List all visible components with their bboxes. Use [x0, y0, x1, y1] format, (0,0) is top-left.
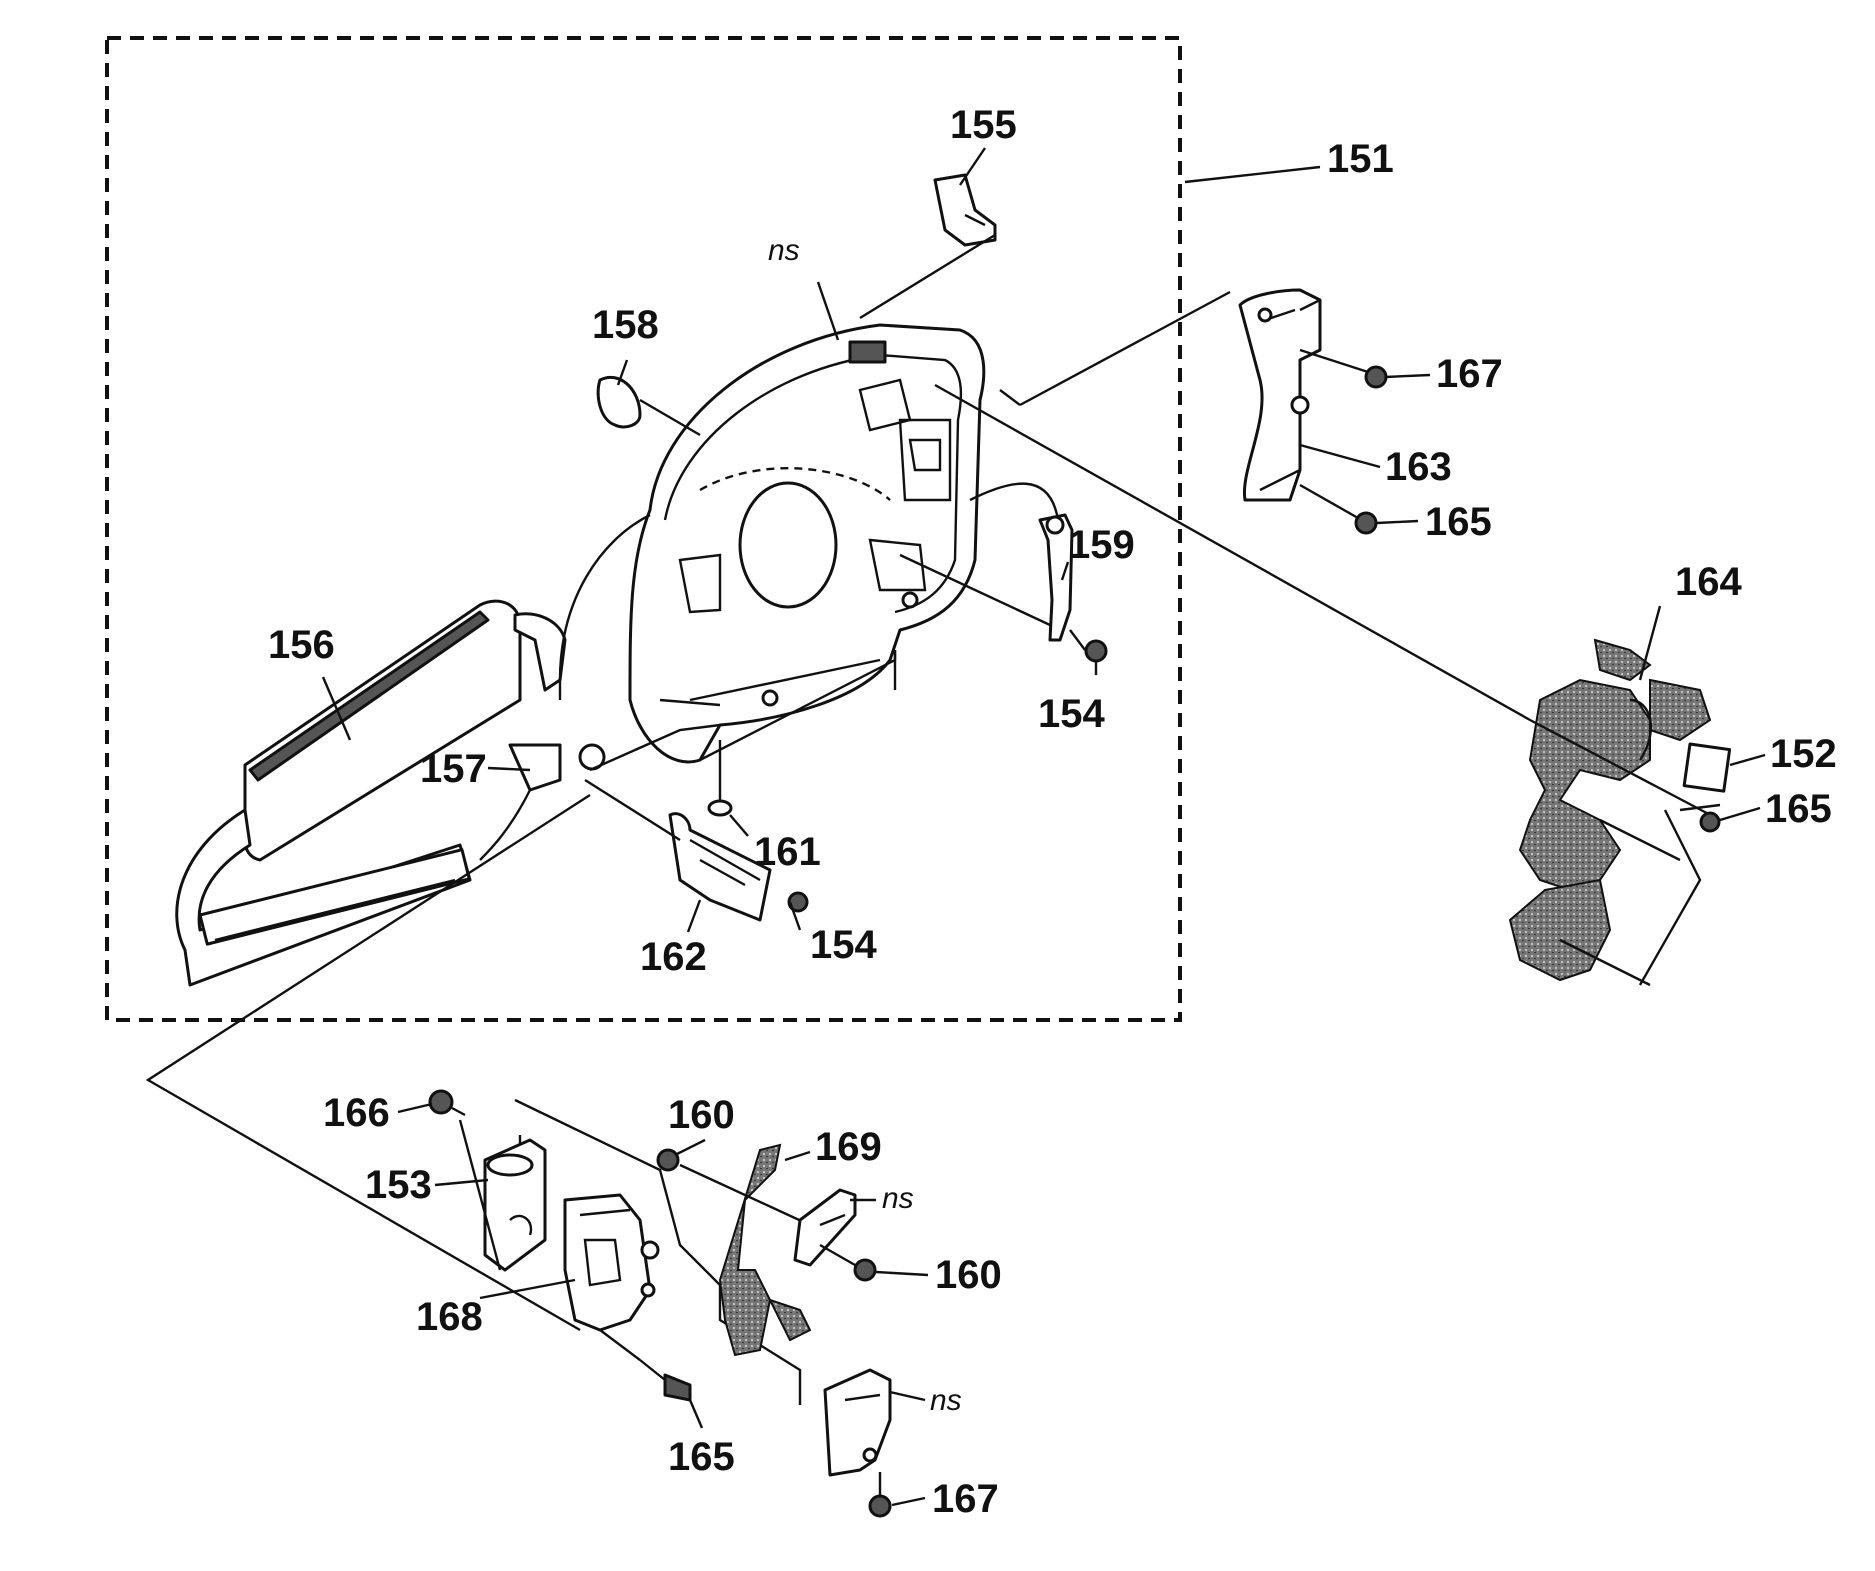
screw-160-upper [656, 1148, 811, 1227]
label-ns-bottom: ns [930, 1384, 962, 1417]
grip-strap [175, 599, 567, 987]
screw-166 [428, 1089, 466, 1117]
circuit-board-assembly [1508, 638, 1732, 987]
screw-165-right [1299, 483, 1378, 535]
label-165-board: 165 [1765, 787, 1832, 831]
lower-cover [668, 812, 809, 922]
label-161: 161 [754, 830, 821, 874]
label-159: 159 [1068, 523, 1135, 567]
screw-165-board [1699, 811, 1721, 833]
screw-165-bottom [599, 1329, 692, 1402]
label-169: 169 [815, 1125, 882, 1169]
assembly-boundary [105, 36, 1182, 1022]
label-167-top: 167 [1436, 352, 1503, 396]
label-151: 151 [1327, 137, 1394, 181]
label-155: 155 [950, 103, 1017, 147]
screw-167-right [1299, 348, 1388, 389]
bracket-ns-bottom [823, 1368, 892, 1477]
label-160-lower: 160 [935, 1253, 1002, 1297]
label-152: 152 [1770, 732, 1837, 776]
right-bracket [1238, 288, 1322, 502]
label-157: 157 [420, 747, 487, 791]
bracket-ns-mid [793, 1188, 857, 1267]
top-bracket [859, 173, 997, 320]
label-154-upper: 154 [1038, 692, 1105, 736]
label-167-bottom: 167 [932, 1477, 999, 1521]
label-ns-mid: ns [882, 1182, 914, 1215]
side-bracket [899, 513, 1074, 642]
harness-169 [718, 1143, 812, 1357]
strap-ring [479, 743, 606, 861]
small-cap [596, 376, 701, 437]
label-153: 153 [365, 1163, 432, 1207]
label-162: 162 [640, 935, 707, 979]
label-165-bottom: 165 [668, 1435, 735, 1479]
label-156: 156 [268, 623, 335, 667]
label-160-upper: 160 [668, 1093, 735, 1137]
switch-block-168 [563, 1193, 660, 1332]
label-166: 166 [323, 1091, 390, 1135]
label-154-lower: 154 [810, 923, 877, 967]
label-163: 163 [1385, 445, 1452, 489]
screw-167-bottom [868, 1472, 892, 1518]
label-158: 158 [592, 303, 659, 347]
screw-154-upper [1069, 629, 1108, 663]
label-168: 168 [416, 1295, 483, 1339]
motor-153 [458, 1119, 547, 1272]
washer-161 [707, 740, 733, 817]
label-164: 164 [1675, 560, 1742, 604]
main-housing [628, 323, 986, 764]
label-165-top: 165 [1425, 500, 1492, 544]
screw-160-lower [819, 1243, 877, 1282]
label-ns-housing: ns [768, 234, 800, 267]
